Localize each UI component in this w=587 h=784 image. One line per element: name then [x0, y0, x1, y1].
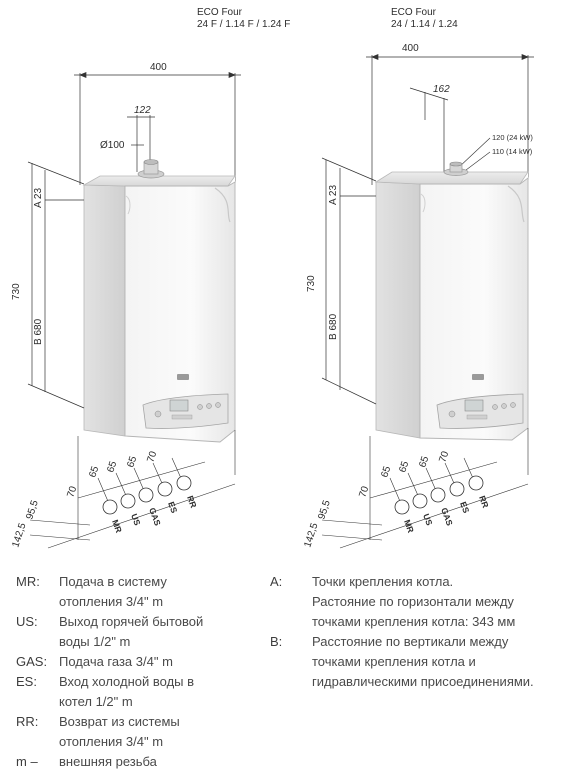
display-screen [464, 399, 484, 412]
connection-circles [102, 475, 192, 515]
b-dimension-label: B 680 [328, 313, 339, 340]
connection-grid [321, 428, 529, 549]
width-dimension [366, 53, 534, 185]
boiler-body [82, 159, 236, 443]
display-screen [169, 399, 189, 412]
height-dimension [27, 161, 85, 409]
width-dimension [74, 71, 241, 185]
legend-code: RR: [16, 714, 39, 729]
spacing-label: 65 [417, 455, 431, 469]
width-label: 400 [402, 43, 419, 54]
depth-label: 95,5 [316, 499, 333, 521]
legend-text: Выход горячей бытовой [59, 614, 204, 629]
legend-text: Точки крепления котла. [312, 574, 454, 589]
b-dimension-label: B 680 [33, 318, 44, 345]
legend-code: GAS: [16, 654, 48, 669]
legend-text: Растояние по горизонтали между [312, 594, 514, 609]
legend-text: внешняя резьба [59, 754, 157, 769]
spacing-label: 65 [105, 460, 119, 474]
flue-size-label-14kw: 110 (14 kW) [492, 147, 533, 156]
legend-code: US: [16, 614, 38, 629]
width-label: 400 [150, 62, 167, 73]
legend-code: ES: [16, 674, 37, 689]
spacing-label: 65 [397, 460, 411, 474]
legend-code: MR: [16, 574, 40, 589]
height-label: 730 [306, 275, 317, 292]
spacing-label: 70 [145, 450, 159, 464]
connection-label-rr: RR [185, 494, 199, 509]
depth-label: 142,5 [302, 521, 320, 549]
model-variants: 24 / 1.14 / 1.24 [391, 19, 458, 30]
connection-circles [394, 475, 484, 515]
model-name: ECO Four [197, 7, 243, 18]
brand-logo [472, 374, 484, 380]
spacing-label: 65 [125, 455, 139, 469]
height-dimension [321, 157, 377, 405]
a-dimension-label: A 23 [328, 185, 339, 205]
legend-item-rr: RR: Возврат из системы отопления 3/4" m [16, 712, 261, 752]
offset-dimension [409, 87, 449, 172]
spacing-label: 70 [437, 450, 451, 464]
legend-item-mr: MR: Подача в систему отопления 3/4" m [16, 572, 261, 612]
flue-leaders [457, 137, 491, 171]
model-name: ECO Four [391, 7, 437, 18]
legend-text: точками крепления котла: 343 мм [312, 614, 516, 629]
connection-label-us: US [129, 512, 143, 527]
brand-logo [177, 374, 189, 380]
connection-label-rr: RR [477, 494, 491, 509]
legend-text: Вход холодной воды в [59, 674, 195, 689]
legend-text: Подача газа 3/4" m [59, 654, 173, 669]
legend-text: Возврат из системы [59, 714, 180, 729]
connection-legend: MR: Подача в систему отопления 3/4" m US:… [16, 572, 261, 772]
legend-text: точками крепления котла и [312, 654, 476, 669]
connection-label-es: ES [458, 500, 471, 514]
legend-code: m – [16, 754, 38, 769]
boiler-body [374, 161, 529, 442]
model-variants: 24 F / 1.14 F / 1.24 F [197, 19, 290, 30]
legend-text: гидравлическими присоединениями. [312, 674, 534, 689]
depth-label: 95,5 [24, 499, 41, 521]
boiler-right: ECO Four 24 / 1.14 / 1.24 400 162 120 (2… [302, 7, 534, 549]
legend-text: воды 1/2" m [59, 634, 131, 649]
depth-label: 142,5 [10, 521, 28, 549]
legend-text: отопления 3/4" m [59, 734, 164, 749]
spacing-label: 70 [357, 485, 371, 499]
legend-item-m: m – внешняя резьба [16, 752, 261, 772]
connection-label-es: ES [166, 500, 179, 514]
flue-size-label-24kw: 120 (24 kW) [492, 133, 533, 142]
a-dimension-label: A 23 [33, 188, 44, 208]
spacing-label: 70 [65, 485, 79, 499]
legend-item-gas: GAS: Подача газа 3/4" m [16, 652, 261, 672]
boiler-left: ECO Four 24 F / 1.14 F / 1.24 F 400 122 … [10, 7, 290, 549]
legend-item-a: A: Точки крепления котла. Растояние по го… [270, 572, 582, 632]
connection-label-mr: MR [402, 518, 416, 534]
connection-label-mr: MR [110, 518, 124, 534]
offset-label: 162 [433, 84, 450, 95]
flue-diameter-label: Ø100 [100, 140, 125, 151]
legend-item-es: ES: Вход холодной воды в котел 1/2" m [16, 672, 261, 712]
legend-code: A: [270, 574, 283, 589]
mounting-legend: A: Точки крепления котла. Растояние по го… [270, 572, 582, 692]
spacing-label: 65 [87, 465, 101, 479]
legend-text: отопления 3/4" m [59, 594, 164, 609]
legend-text: Подача в систему [59, 574, 167, 589]
legend-code: B: [270, 634, 283, 649]
legend-item-b: B: Расстояние по вертикали между точками … [270, 632, 582, 692]
height-label: 730 [11, 283, 22, 300]
connection-grid [29, 430, 236, 549]
connection-label-us: US [421, 512, 435, 527]
legend-text: Расстояние по вертикали между [312, 634, 509, 649]
spacing-label: 65 [379, 465, 393, 479]
legend-item-us: US: Выход горячей бытовой воды 1/2" m [16, 612, 261, 652]
offset-label: 122 [134, 105, 151, 116]
legend-text: котел 1/2" m [59, 694, 133, 709]
